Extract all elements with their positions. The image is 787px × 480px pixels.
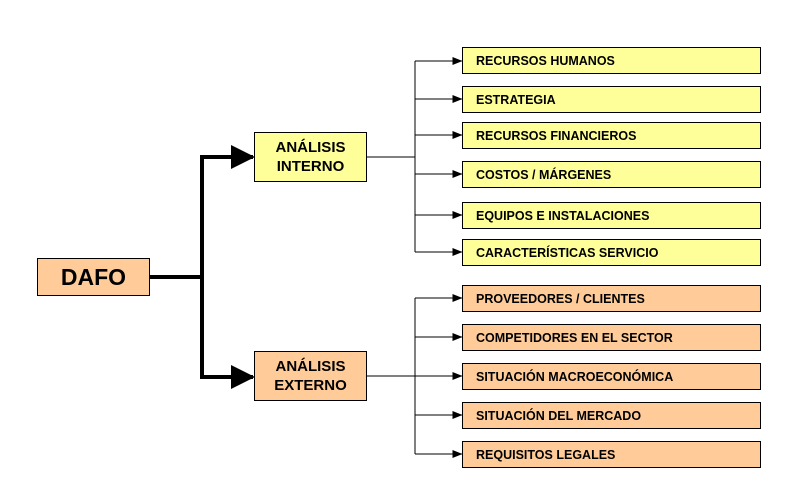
dafo-root-label: DAFO (60, 263, 127, 290)
external-item-legal-requirements: REQUISITOS LEGALES (462, 441, 761, 468)
internal-item-label: CARACTERÍSTICAS SERVICIO (476, 245, 659, 260)
dafo-root-node: DAFO (37, 258, 150, 296)
internal-item-label: RECURSOS HUMANOS (476, 53, 615, 68)
internal-item-label: ESTRATEGIA (476, 92, 556, 107)
internal-analysis-title-line2: INTERNO (276, 158, 345, 175)
external-item-macroeconomic-situation: SITUACIÓN MACROECONÓMICA (462, 363, 761, 390)
external-item-label: PROVEEDORES / CLIENTES (476, 291, 645, 306)
external-item-suppliers-clients: PROVEEDORES / CLIENTES (462, 285, 761, 312)
internal-analysis-node: ANÁLISIS INTERNO (254, 132, 367, 182)
internal-item-costs-margins: COSTOS / MÁRGENES (462, 161, 761, 188)
external-item-label: SITUACIÓN MACROECONÓMICA (476, 369, 674, 384)
internal-item-label: RECURSOS FINANCIEROS (476, 128, 637, 143)
external-item-sector-competitors: COMPETIDORES EN EL SECTOR (462, 324, 761, 351)
external-item-label: REQUISITOS LEGALES (476, 447, 616, 462)
internal-item-human-resources: RECURSOS HUMANOS (462, 47, 761, 74)
internal-item-financial-resources: RECURSOS FINANCIEROS (462, 122, 761, 149)
internal-item-label: EQUIPOS E INSTALACIONES (476, 208, 650, 223)
external-analysis-title-line2: EXTERNO (274, 377, 347, 394)
internal-item-service-features: CARACTERÍSTICAS SERVICIO (462, 239, 761, 266)
internal-item-equipment-facilities: EQUIPOS E INSTALACIONES (462, 202, 761, 229)
internal-analysis-title-line1: ANÁLISIS (275, 139, 346, 156)
external-analysis-title-line1: ANÁLISIS (275, 358, 346, 375)
external-item-label: COMPETIDORES EN EL SECTOR (476, 330, 673, 345)
internal-item-label: COSTOS / MÁRGENES (476, 167, 612, 182)
internal-item-strategy: ESTRATEGIA (462, 86, 761, 113)
external-item-market-situation: SITUACIÓN DEL MERCADO (462, 402, 761, 429)
external-item-label: SITUACIÓN DEL MERCADO (476, 408, 642, 423)
external-analysis-node: ANÁLISIS EXTERNO (254, 351, 367, 401)
